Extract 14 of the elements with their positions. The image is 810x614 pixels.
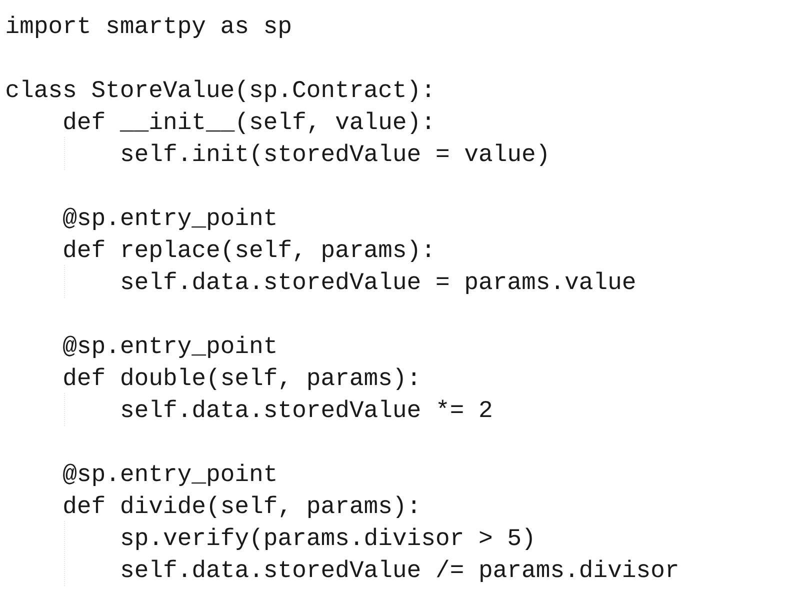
code-line: import smartpy as sp (6, 16, 290, 38)
code-line: @sp.entry_point (63, 336, 276, 358)
code-line: sp.verify(params.divisor > 5) (122, 528, 532, 550)
code-line: def double(self, params): (64, 368, 416, 390)
code-line: def divide(self, params): (64, 496, 416, 518)
code-line: @sp.entry_point (63, 208, 276, 230)
code-line: def replace(self, params): (64, 240, 430, 262)
code-line: self.data.storedValue /= params.divisor (122, 560, 678, 582)
code-line: def __init__(self, value): (64, 112, 430, 134)
code-line: self.data.storedValue = params.value (122, 272, 635, 294)
code-line: self.init(storedValue = value) (122, 144, 546, 166)
code-line: self.data.storedValue *= 2 (122, 400, 492, 418)
code-line: class StoreValue(sp.Contract): (6, 80, 430, 102)
code-line: @sp.entry_point (63, 464, 276, 486)
